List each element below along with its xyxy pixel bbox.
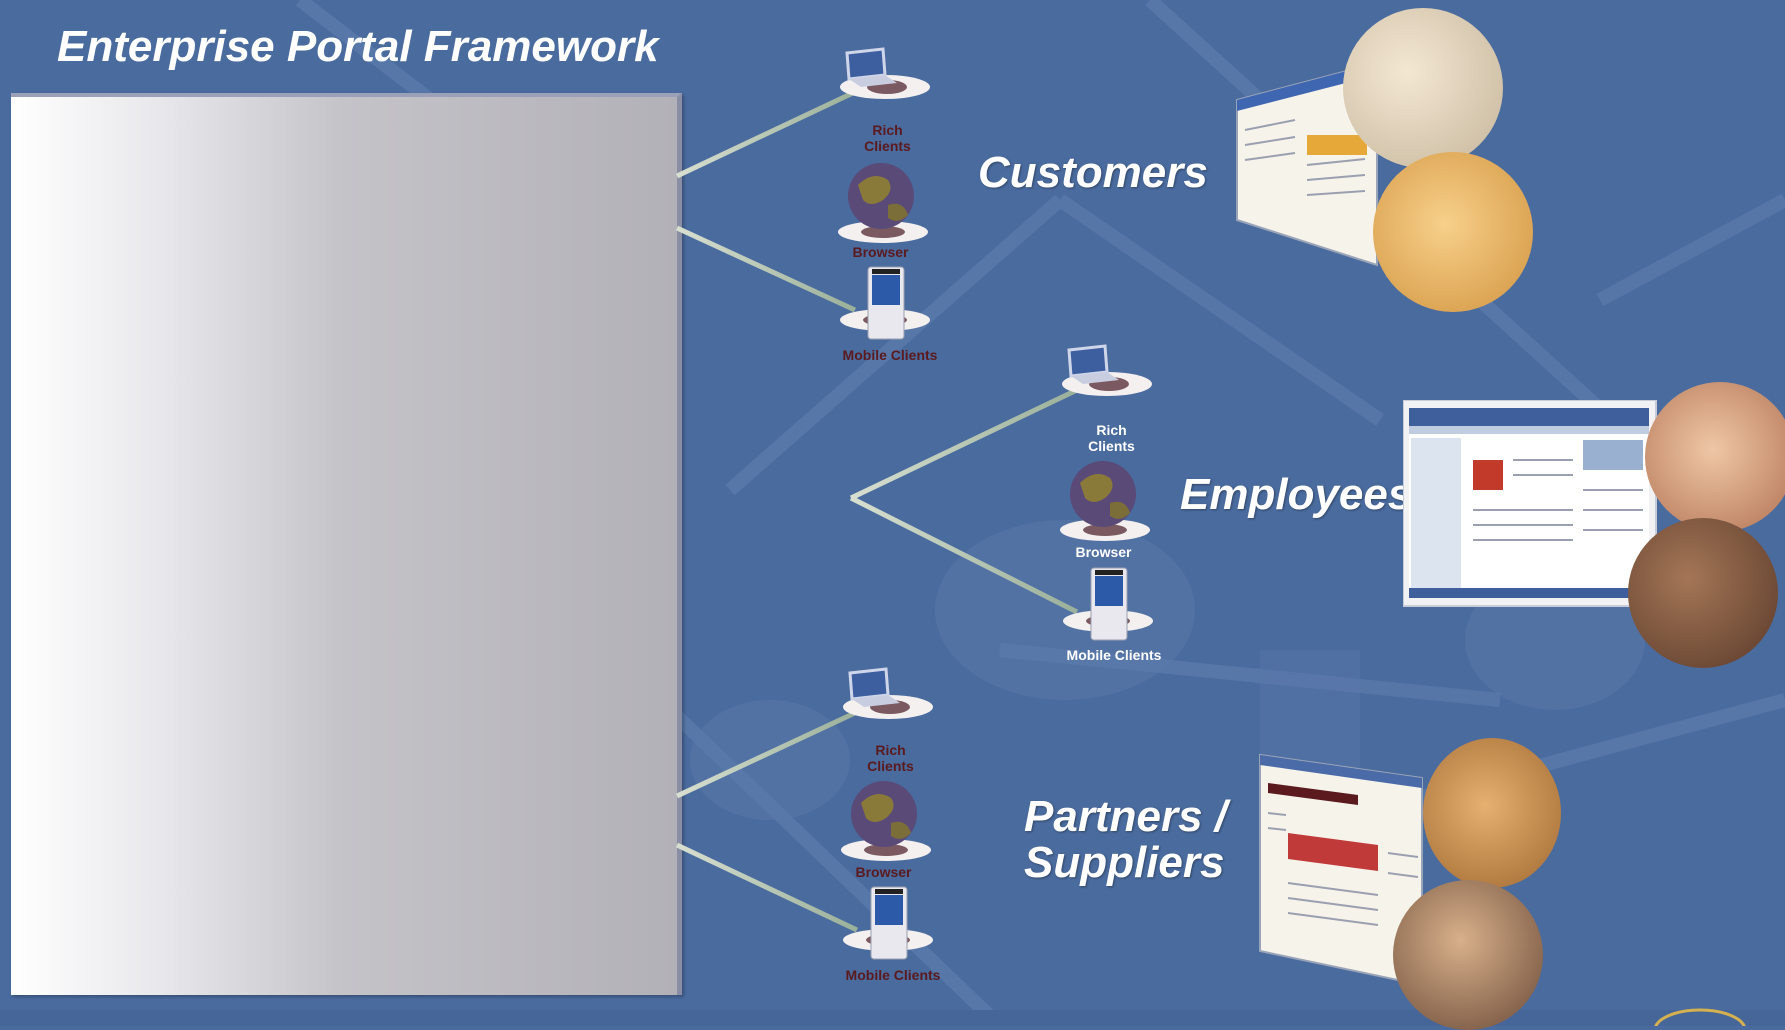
employees-mobile-clients-label: Mobile Clients [1066,647,1162,663]
pda-icon [840,266,930,340]
globe-icon [1060,461,1150,541]
partners-rich-clients-label: Rich Clients [867,742,914,774]
customer-connectors [675,89,857,313]
globe-icon [838,163,928,243]
employee-connectors [823,387,1079,615]
laptop-icon [1062,344,1152,396]
employees-rich-clients-label: Rich Clients [1088,422,1135,454]
partners-label-line1: Partners / [1024,792,1227,841]
customers-mobile-clients-label: Mobile Clients [842,347,938,363]
partner-photo-delivery [1393,880,1543,1030]
partner-connectors [675,709,859,933]
employee-photo-group [1645,382,1785,532]
partner-photo-warehouse [1423,738,1561,888]
customer-photo-laptop [1373,152,1533,312]
customer-photo-phone [1343,8,1503,168]
employee-portal-screenshot [1403,400,1657,607]
customers-rich-clients-label: Rich Clients [864,122,911,154]
partners-label-line2: Suppliers [1024,838,1225,887]
customers-browser-label: Browser [852,244,909,260]
page-title: Enterprise Portal Framework [57,22,659,71]
pda-icon [1063,567,1153,641]
employee-photo-portrait [1628,518,1778,668]
framework-panel [11,93,682,995]
pda-icon [843,886,933,960]
laptop-icon [843,667,933,719]
employees-label: Employees [1180,470,1413,519]
partner-portal-screenshot [1259,753,1423,987]
laptop-icon [840,47,930,99]
employees-browser-label: Browser [1075,544,1132,560]
customers-label: Customers [978,148,1208,197]
partners-browser-label: Browser [855,864,912,880]
partners-mobile-clients-label: Mobile Clients [845,967,941,983]
globe-icon [841,781,931,861]
customer-portal-screenshot [1236,61,1378,267]
